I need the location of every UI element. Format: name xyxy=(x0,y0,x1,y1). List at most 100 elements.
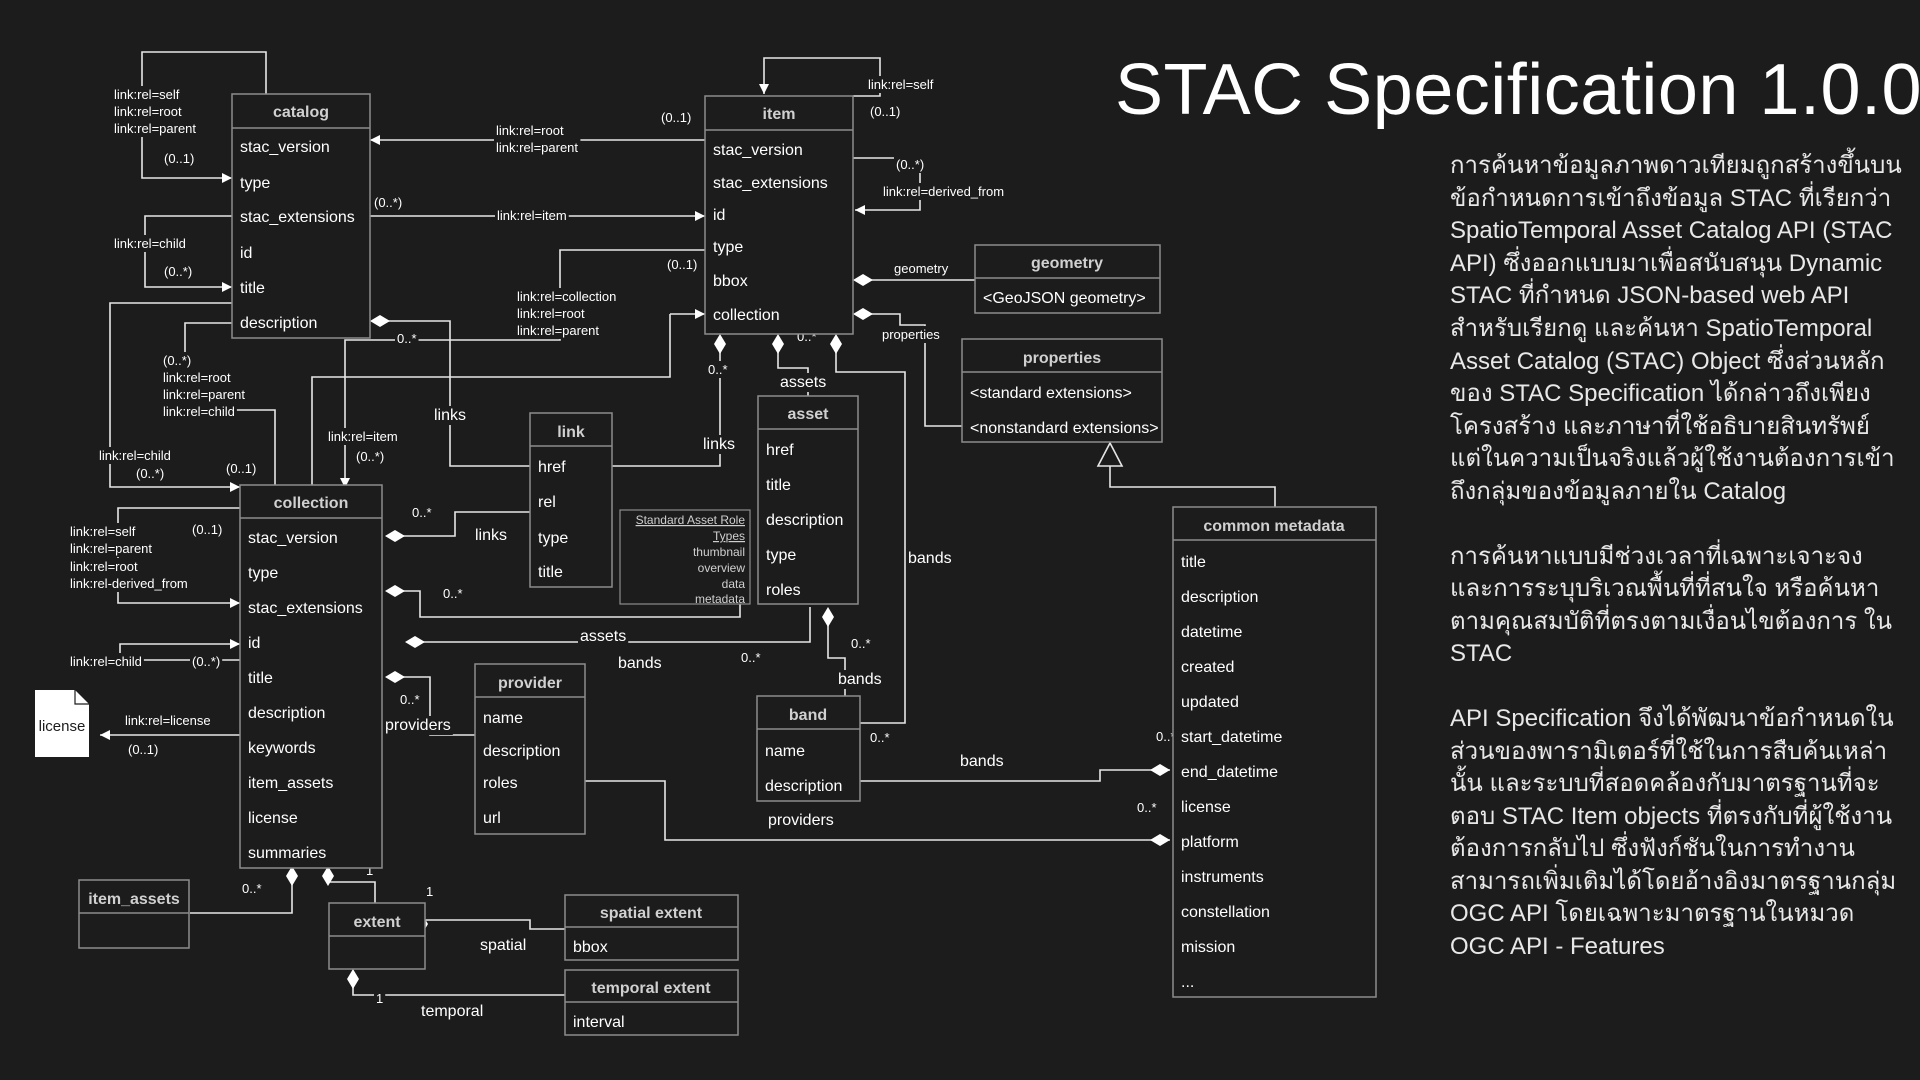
catalog-links-label: links xyxy=(434,407,466,424)
label-background xyxy=(866,76,936,93)
label-background xyxy=(162,263,195,280)
collection-self-label-3: link:rel=root xyxy=(70,559,138,574)
label-background xyxy=(161,369,233,386)
label-background xyxy=(515,322,602,339)
common-metadata-field: description xyxy=(1181,589,1258,606)
catalog-field: stac_version xyxy=(240,139,330,156)
label-background xyxy=(97,447,173,464)
asset-roles-note: Standard Asset Role Types thumbnail over… xyxy=(619,509,751,606)
band-title: band xyxy=(789,707,827,724)
label-background xyxy=(495,207,569,224)
collection-license-card: (0..1) xyxy=(128,742,158,757)
label-background xyxy=(659,109,694,126)
item-links-label: links xyxy=(703,436,735,453)
asset-roles-subheading: Types xyxy=(713,529,745,543)
common-metadata-entity: common metadata title description dateti… xyxy=(1172,506,1377,998)
stac-uml-diagram: link:rel=self link:rel=root link:rel=par… xyxy=(35,51,1377,1036)
label-background xyxy=(894,156,927,173)
label-background xyxy=(849,635,873,652)
relationship-labels: link:rel=self link:rel=root link:rel=par… xyxy=(68,76,1178,1021)
item-collection-card: (0..1) xyxy=(667,257,697,272)
item-field: stac_version xyxy=(713,142,803,159)
catalog-field: title xyxy=(240,280,265,297)
collection-providers-card: 0..* xyxy=(400,692,420,707)
asset-band-card: 0..* xyxy=(851,636,871,651)
temporal-extent-title: temporal extent xyxy=(591,980,711,997)
arrow-heads xyxy=(100,84,865,740)
item-collection-label-1: link:rel=collection xyxy=(517,289,616,304)
collection-up-label-3: link:rel=child xyxy=(163,404,235,419)
properties-field: <nonstandard extensions> xyxy=(970,420,1159,437)
label-background xyxy=(112,103,184,120)
asset-role-value: data xyxy=(722,577,746,591)
geometry-relation-label: geometry xyxy=(894,261,949,276)
label-background xyxy=(68,540,155,557)
item-assets-card-2: 0..* xyxy=(242,881,262,896)
collection-field: keywords xyxy=(248,740,316,757)
catalog-self-label-3: link:rel=parent xyxy=(114,121,196,136)
provider-field: url xyxy=(483,810,501,827)
item-root-label-2: link:rel=parent xyxy=(496,140,578,155)
catalog-self-card: (0..1) xyxy=(164,151,194,166)
label-background xyxy=(892,260,951,277)
common-metadata-start-card: 0..* xyxy=(1156,729,1176,744)
label-background xyxy=(161,352,194,369)
collection-self-card: (0..1) xyxy=(192,522,222,537)
collection-license-label: link:rel=license xyxy=(125,713,211,728)
asset-role-value: metadata xyxy=(695,592,745,606)
label-background xyxy=(906,549,954,568)
label-background xyxy=(190,521,225,538)
link-entity: link href rel type title xyxy=(529,412,613,588)
common-metadata-field: mission xyxy=(1181,939,1235,956)
item-assets-label: assets xyxy=(780,374,826,391)
provider-field: name xyxy=(483,710,523,727)
provider-field: roles xyxy=(483,775,518,792)
catalog-links-card: 0..* xyxy=(397,331,417,346)
label-background xyxy=(112,235,188,252)
extent-title: extent xyxy=(353,914,401,931)
label-background xyxy=(374,990,386,1007)
collection-type-card: 0..* xyxy=(443,586,463,601)
collection-field: id xyxy=(248,635,260,652)
label-background xyxy=(372,194,405,211)
item-derived-card: (0..*) xyxy=(896,157,924,172)
asset-title: asset xyxy=(788,406,830,423)
collection-child-card-3: (0..*) xyxy=(192,654,220,669)
label-background xyxy=(881,183,1007,200)
collection-links-card: 0..* xyxy=(412,505,432,520)
description-paragraph-3: API Specification จึงได้พัฒนาข้อกำหนดในส… xyxy=(1450,704,1897,961)
label-background xyxy=(419,1002,486,1021)
label-background xyxy=(364,862,376,879)
asset-role-value: overview xyxy=(698,561,746,575)
label-background xyxy=(1135,799,1159,816)
link-title: link xyxy=(557,424,585,441)
asset-roles-heading: Standard Asset Role xyxy=(636,513,746,527)
label-background xyxy=(240,880,264,897)
asset-role-value: thumbnail xyxy=(693,545,745,559)
geometry-field: <GeoJSON geometry> xyxy=(983,290,1146,307)
asset-field: href xyxy=(766,442,794,459)
label-background xyxy=(578,627,629,646)
label-background xyxy=(473,526,510,545)
collection-field: stac_extensions xyxy=(248,600,363,617)
collection-child-label-2: link:rel=child xyxy=(70,654,142,669)
item-self-label: link:rel=self xyxy=(868,77,934,92)
label-background xyxy=(701,435,738,454)
label-background xyxy=(494,139,581,156)
label-background xyxy=(478,936,529,955)
common-metadata-field: title xyxy=(1181,554,1206,571)
label-background xyxy=(706,361,730,378)
label-background xyxy=(515,288,619,305)
asset-field: type xyxy=(766,547,796,564)
properties-relation-label: properties xyxy=(882,327,940,342)
asset-field: description xyxy=(766,512,843,529)
collection-links-label: links xyxy=(475,527,507,544)
item-field: type xyxy=(713,239,743,256)
collection-field: stac_version xyxy=(248,530,338,547)
label-background xyxy=(424,883,436,900)
collection-child-card-1: (0..*) xyxy=(136,466,164,481)
provider-entity: provider name description roles url xyxy=(474,663,586,835)
label-background xyxy=(398,691,422,708)
item-root-label-1: link:rel=root xyxy=(496,123,564,138)
license-document-label: license xyxy=(39,718,86,735)
